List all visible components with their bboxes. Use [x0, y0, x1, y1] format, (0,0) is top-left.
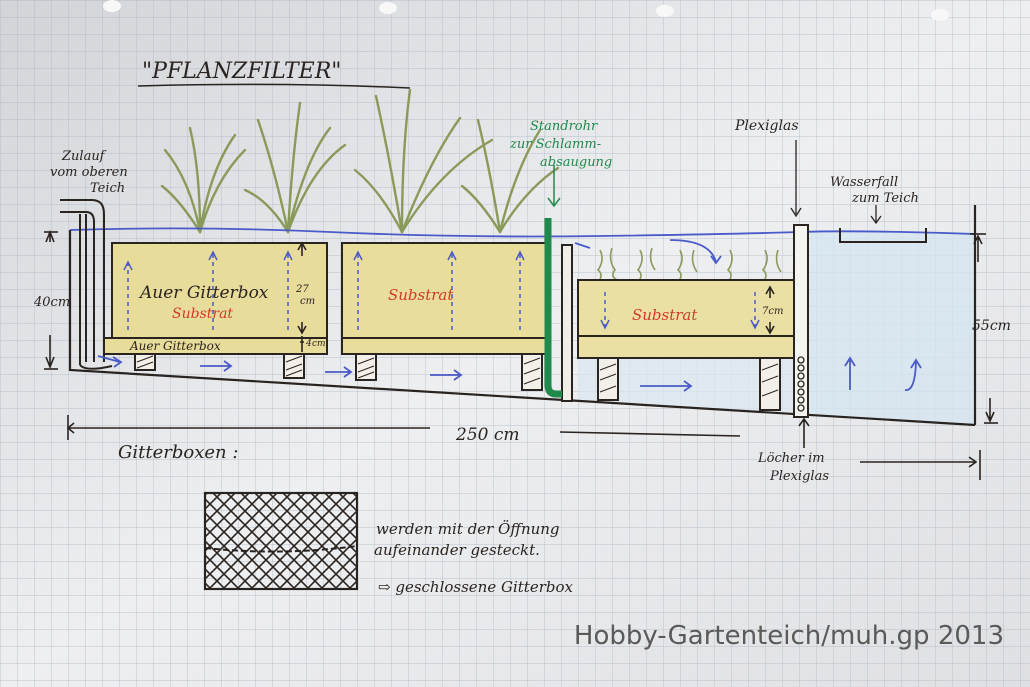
upflow-arrows [127, 254, 521, 330]
photo-credit: Hobby-Gartenteich/muh.gp 2013 [574, 621, 1004, 651]
inlet-pipe [60, 199, 113, 370]
water-level-line [69, 227, 976, 238]
inlet-label-line-3: Teich [90, 181, 125, 196]
pond-water [810, 232, 975, 425]
standpipe-label-line-1: Standrohr [530, 119, 598, 134]
gitterbox-joint-line [204, 545, 358, 553]
flow-arrows [97, 239, 922, 392]
upflow-arrowheads [123, 250, 525, 271]
standpipe-label: Standrohr zur Schlamm- absaugung [509, 119, 612, 170]
inlet-label-line-2: vom oberen [50, 165, 128, 180]
gitterbox-note-line-3: ⇨ geschlossene Gitterbox [378, 578, 573, 596]
title-underline [137, 83, 411, 89]
gitterbox-hatched-symbol [203, 491, 359, 591]
gitterbox-1-base [103, 337, 328, 355]
diagram-title: "PFLANZFILTER" [142, 59, 341, 84]
plant-roots [596, 247, 782, 283]
box1-substrat: Substrat [172, 306, 233, 322]
box1-title: Auer Gitterbox [138, 283, 269, 303]
standpipe-label-line-3: absaugung [540, 155, 612, 170]
plexiglas-label: Plexiglas [734, 118, 799, 134]
inlet-label: Zulauf vom oberen Teich [50, 149, 132, 196]
holes-label-line-2: Plexiglas [769, 469, 829, 484]
waterfall-label-line-2: zum Teich [851, 191, 919, 206]
punch-holes [103, 0, 949, 21]
gitterbox-note-line-1: werden mit der Öffnung [376, 520, 560, 538]
box2-substrat: Substrat [388, 286, 454, 304]
gitterbox-note-line-2: aufeinander gesteckt. [374, 541, 540, 559]
plexiglas-pointer-head [790, 207, 802, 218]
waterfall-label: Wasserfall zum Teich [830, 175, 919, 206]
box3-substrat: Substrat [632, 306, 698, 324]
dimension-lines [44, 229, 998, 480]
gitterbox-2 [341, 242, 551, 339]
waterfall-trough [839, 228, 927, 243]
plants [160, 88, 560, 234]
waterfall-label-line-1: Wasserfall [830, 175, 898, 190]
gitterbox-3-base [577, 335, 797, 359]
holes-label-line-1: Löcher im [757, 451, 825, 466]
dim-40-label: 40cm [33, 295, 70, 310]
gitterbox-3 [577, 279, 797, 337]
dim-4-unit: cm [312, 339, 326, 349]
inlet-label-line-1: Zulauf [61, 149, 107, 164]
dim-27-label: 27 cm [295, 284, 315, 307]
dim-4-label: 4 cm [305, 339, 326, 349]
downflow-arrowheads [600, 319, 760, 330]
partition-wall [561, 244, 573, 402]
dim-27-unit: cm [300, 296, 315, 307]
downflow-arrows [604, 292, 756, 326]
dim-250-label: 250 cm [455, 425, 520, 445]
gitterbox-2-base [341, 337, 551, 355]
gitterboxen-heading: Gitterboxen : [118, 442, 238, 463]
box1-bottom-label: Auer Gitterbox [129, 339, 221, 353]
support-hatching [136, 355, 779, 397]
plexiglas-panel [793, 224, 809, 418]
dim-4-number: 4 [305, 339, 312, 349]
dim-55-label: 55cm [972, 318, 1011, 334]
waterfall-pointer [870, 205, 882, 225]
dim-7-label: 7cm [762, 306, 783, 317]
standpipe-pointer-head [547, 197, 561, 208]
dim-27-number: 27 [295, 284, 309, 295]
holes-label: Löcher im Plexiglas [757, 451, 829, 484]
standpipe-label-line-2: zur Schlamm- [509, 137, 601, 152]
plexiglas-holes [797, 356, 805, 412]
standpipe [544, 218, 562, 398]
